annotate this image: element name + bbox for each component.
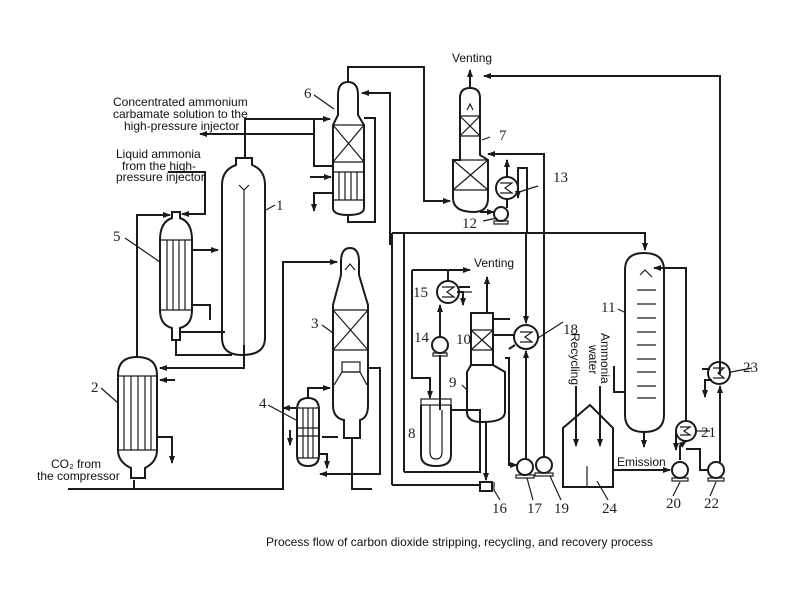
label-venting-top: Venting bbox=[452, 51, 492, 65]
pump-12 bbox=[493, 206, 509, 225]
exchanger-15 bbox=[436, 280, 460, 304]
equipment-number-6: 6 bbox=[304, 86, 312, 102]
equipment-number-13: 13 bbox=[553, 170, 568, 186]
exchanger-13 bbox=[495, 176, 519, 200]
equipment-number-23: 23 bbox=[743, 360, 758, 376]
equipment-2-exchanger bbox=[117, 355, 158, 479]
label-liquid-ammonia-line3: pressure injector bbox=[116, 170, 205, 184]
equipment-number-9: 9 bbox=[449, 375, 457, 391]
equipment-number-8: 8 bbox=[408, 426, 416, 442]
figure-caption: Process flow of carbon dioxide stripping… bbox=[266, 535, 653, 549]
equipment-number-22: 22 bbox=[704, 496, 719, 512]
equipment-number-19: 19 bbox=[554, 501, 569, 517]
label-co2-line2: the compressor bbox=[37, 469, 120, 483]
equipment-6-column bbox=[332, 80, 365, 217]
equipment-9-separator bbox=[466, 312, 506, 424]
equipment-number-11: 11 bbox=[601, 300, 615, 316]
equipment-number-10: 10 bbox=[456, 332, 471, 348]
pump-19 bbox=[534, 456, 554, 477]
equipment-3-column bbox=[332, 246, 369, 439]
equipment-number-21: 21 bbox=[701, 425, 716, 441]
piping bbox=[68, 66, 723, 490]
equipment-number-4: 4 bbox=[259, 396, 267, 412]
equipment-7-column bbox=[452, 86, 489, 214]
label-ammonia-water-line1: Ammonia bbox=[598, 333, 612, 384]
equipment-number-7: 7 bbox=[499, 128, 507, 144]
equipment-4-exchanger bbox=[296, 396, 320, 468]
label-carbamate-line1: Concentrated ammonium bbox=[113, 95, 248, 109]
label-liquid-ammonia-line2: from the high- bbox=[122, 159, 196, 173]
equipment-number-18: 18 bbox=[563, 322, 578, 338]
label-ammonia-water-line2: water bbox=[586, 344, 600, 374]
label-emission: Emission bbox=[617, 455, 666, 469]
equipment-1-reactor bbox=[221, 157, 266, 357]
leader-lines bbox=[100, 94, 753, 501]
equipment-number-12: 12 bbox=[462, 216, 477, 232]
equipment-number-3: 3 bbox=[311, 316, 319, 332]
equipment-number-5: 5 bbox=[113, 229, 121, 245]
pump-20 bbox=[671, 461, 689, 482]
equipment-8-u-tube bbox=[420, 398, 452, 468]
equipment-number-16: 16 bbox=[492, 501, 508, 517]
label-co2-line1: CO₂ from bbox=[51, 457, 101, 471]
pump-22 bbox=[707, 461, 725, 482]
equipment-11-column bbox=[624, 251, 665, 434]
equipment-number-24: 24 bbox=[602, 501, 618, 517]
label-venting-mid: Venting bbox=[474, 256, 514, 270]
equipment-number-1: 1 bbox=[276, 198, 284, 214]
equipment-number-14: 14 bbox=[414, 330, 430, 346]
label-carbamate-line2: carbamate solution to the bbox=[113, 107, 248, 121]
equipment-number-17: 17 bbox=[527, 501, 543, 517]
equipment-number-20: 20 bbox=[666, 496, 681, 512]
label-liquid-ammonia-line1: Liquid ammonia bbox=[116, 147, 201, 161]
label-recycling: Recycling bbox=[568, 333, 582, 385]
equipment-24-tank bbox=[562, 403, 614, 488]
equipment-5-exchanger bbox=[159, 211, 193, 341]
pump-17 bbox=[515, 458, 535, 479]
label-carbamate-line3: high-pressure injector bbox=[124, 119, 239, 133]
equipment-number-2: 2 bbox=[91, 380, 99, 396]
exchanger-18 bbox=[513, 324, 539, 350]
pump-14 bbox=[431, 336, 449, 357]
equipment-number-15: 15 bbox=[413, 285, 428, 301]
exchanger-21 bbox=[675, 420, 697, 442]
valve-16 bbox=[479, 481, 495, 492]
